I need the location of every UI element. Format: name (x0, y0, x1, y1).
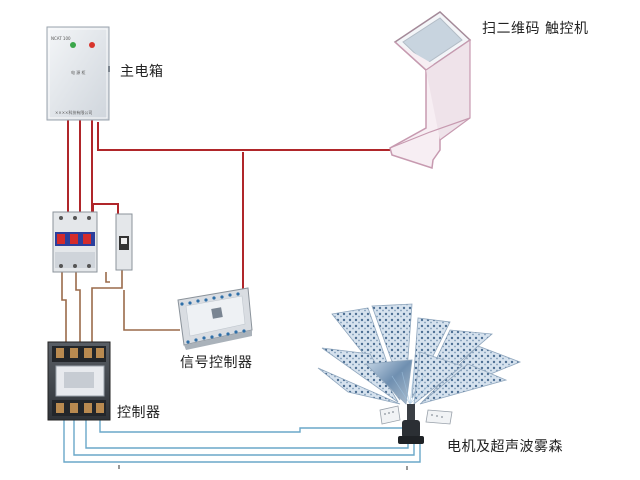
box-model-text: NCAT 100 (51, 36, 71, 41)
touch-kiosk (389, 11, 472, 169)
label-kiosk: 扫二维码 触控机 (482, 21, 589, 37)
label-motor-mist: 电机及超声波雾森 (447, 439, 563, 455)
label-signal-controller: 信号控制器 (180, 355, 253, 371)
blue-wires (63, 420, 421, 463)
contactor (47, 341, 111, 421)
side-breaker (115, 213, 133, 271)
ultrasonic-mister-right (425, 409, 453, 425)
circuit-breaker (52, 211, 98, 273)
box-center-text: 电 源 柜 (71, 70, 86, 75)
ultrasonic-mister-left (379, 405, 401, 425)
main-electrical-box (46, 26, 110, 121)
label-controller: 控制器 (117, 405, 161, 421)
mist-flower-sculpture (317, 303, 522, 444)
brown-wires (61, 270, 180, 342)
tick-marks (118, 465, 408, 470)
box-footer-text: ××××科技有限公司 (55, 110, 93, 115)
label-main-box: 主电箱 (120, 64, 164, 80)
green-indicator-icon (70, 42, 76, 48)
red-indicator-icon (89, 42, 95, 48)
signal-controller (177, 287, 253, 350)
red-wires (67, 120, 400, 298)
